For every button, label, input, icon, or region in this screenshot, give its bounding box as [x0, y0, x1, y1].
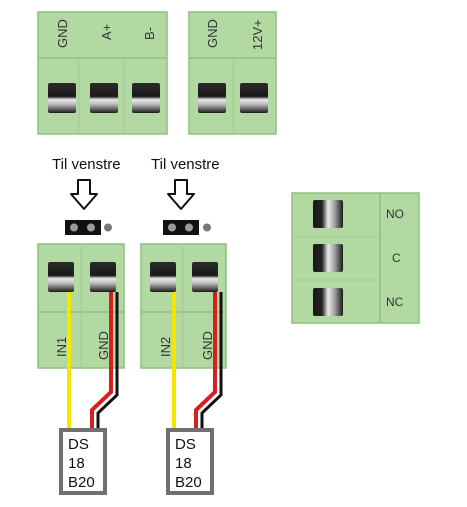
pin-label-c: C	[392, 251, 401, 265]
pin-label-no: NO	[386, 207, 404, 221]
sensor-box	[166, 428, 214, 495]
top-terminal-block-bus: GND A+ B-	[37, 11, 168, 135]
sensor-label-line1: DS	[175, 436, 196, 453]
down-arrow-icon	[70, 179, 98, 210]
direction-label: Til venstre	[52, 156, 121, 173]
pin-label-gnd: GND	[96, 331, 111, 360]
jumper-icon	[163, 220, 211, 235]
sensor-label-line2: 18	[68, 455, 85, 472]
pin-label-in2: IN2	[158, 337, 173, 357]
relay-terminal-block: NO C NC	[291, 192, 420, 324]
pin-label-12v-plus: 12V+	[250, 19, 265, 50]
screw-slot	[313, 244, 343, 272]
screw-slot	[313, 288, 343, 316]
pin-label-gnd: GND	[200, 331, 215, 360]
pin-label-in1: IN1	[54, 337, 69, 357]
jumper-icon	[65, 220, 112, 235]
direction-label: Til venstre	[151, 156, 220, 173]
sensor-box	[59, 428, 107, 495]
screw-slot	[313, 200, 343, 228]
ground-wire-black	[96, 292, 119, 430]
screw-slot	[150, 262, 176, 292]
top-terminal-block-power: GND 12V+	[188, 11, 277, 135]
sensor-label-line2: 18	[175, 455, 192, 472]
screw-slot	[90, 83, 118, 113]
input-group-1: Til venstre IN1 GND DS 18 B20	[37, 156, 125, 495]
screw-slot	[240, 83, 268, 113]
ground-wire-red	[90, 292, 113, 430]
sensor-label-line1: DS	[68, 436, 89, 453]
pin-label-nc: NC	[386, 295, 404, 309]
screw-slot	[198, 83, 226, 113]
screw-slot	[48, 83, 76, 113]
screw-slot	[132, 83, 160, 113]
ground-wire-black	[200, 292, 223, 430]
pin-label-gnd: GND	[205, 19, 220, 48]
pin-label-a-plus: A+	[99, 24, 114, 40]
down-arrow-icon	[167, 179, 195, 210]
pin-label-b-minus: B-	[142, 27, 157, 40]
sensor-label-line3: B20	[68, 474, 95, 491]
ground-wire-red	[194, 292, 217, 430]
screw-slot	[90, 262, 116, 292]
pin-label-gnd: GND	[55, 19, 70, 48]
screw-slot	[48, 262, 74, 292]
sensor-label-line3: B20	[175, 474, 202, 491]
screw-slot	[192, 262, 218, 292]
input-group-2: Til venstre IN2 GND DS 18 B20	[140, 156, 227, 495]
